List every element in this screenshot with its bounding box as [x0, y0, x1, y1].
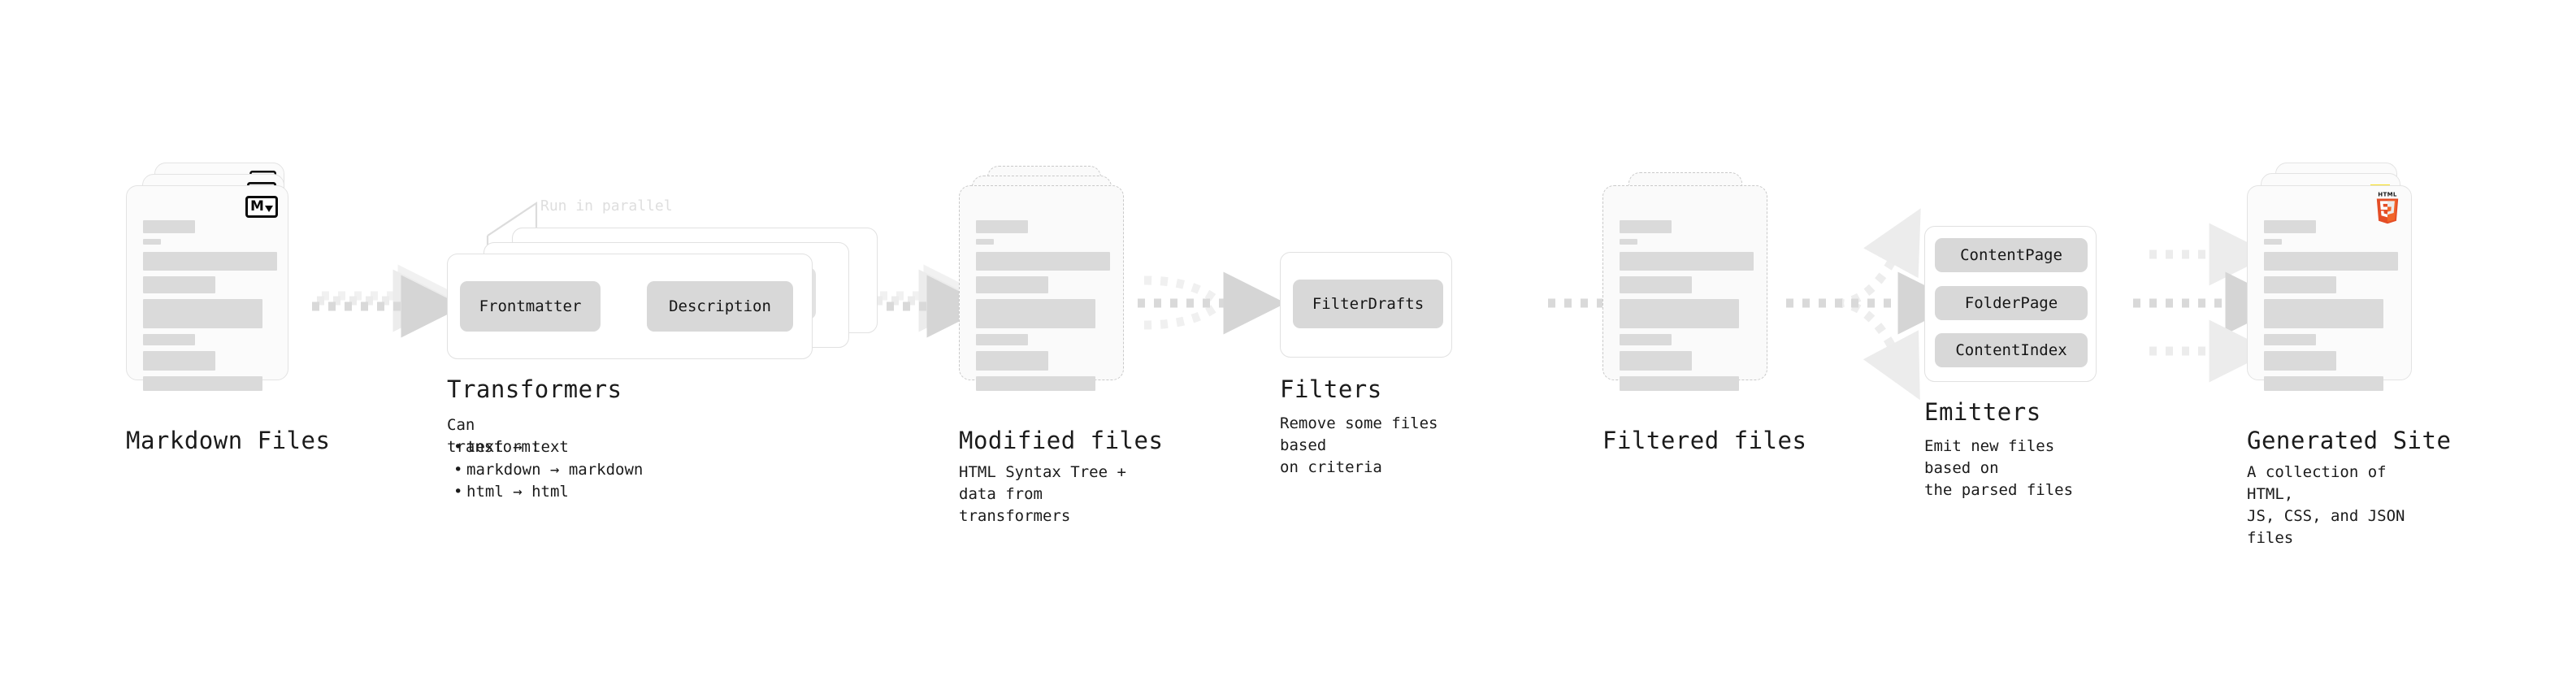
filtered-file-stack: [1602, 163, 1789, 414]
emitter-pill-folderpage-label: FolderPage: [1964, 294, 2058, 312]
filters-group-box: FilterDrafts: [1280, 252, 1452, 358]
filter-pill-filterdrafts-label: FilterDrafts: [1312, 295, 1425, 313]
transformer-pill-description[interactable]: Description: [647, 281, 793, 332]
skeleton-bar: [143, 334, 195, 345]
run-in-parallel-label: Run in parallel: [540, 197, 673, 215]
markdown-icon: M: [245, 196, 278, 218]
skeleton-bar: [2264, 334, 2316, 345]
skeleton-bar: [1620, 334, 1672, 345]
skeleton-bar: [143, 276, 215, 293]
stage-desc-modified-files: HTML Syntax Tree + data from transformer…: [959, 463, 1126, 525]
emitter-pill-folderpage[interactable]: FolderPage: [1935, 286, 2088, 320]
skeleton-bar: [2264, 252, 2398, 271]
emitter-pill-contentpage[interactable]: ContentPage: [1935, 238, 2088, 272]
stage-title-filtered-files: Filtered files: [1602, 427, 1807, 454]
emitter-pill-contentindex-label: ContentIndex: [1955, 341, 2067, 359]
stage-desc-filters: Remove some files based on criteria: [1280, 414, 1438, 476]
skeleton-bar: [143, 351, 215, 371]
generated-card-front: HTML: [2247, 185, 2412, 391]
filter-pill-filterdrafts[interactable]: FilterDrafts: [1293, 280, 1443, 328]
emitter-pill-contentpage-label: ContentPage: [1960, 246, 2062, 264]
markdown-card-front: M: [126, 185, 288, 391]
stage-markdown-files: M M M: [126, 163, 330, 454]
skeleton-bar: [976, 252, 1110, 271]
skeleton-bar: [143, 220, 195, 233]
transformer-bullets: text → text markdown → markdown html → h…: [447, 436, 643, 504]
skeleton-bar: [2264, 220, 2316, 233]
stage-title-transformers: Transformers: [447, 375, 622, 403]
emitters-group-box: ContentPage FolderPage ContentIndex: [1924, 226, 2097, 382]
skeleton-bar: [143, 252, 277, 271]
connector-filtered-to-emitters: [1786, 208, 1961, 401]
skeleton-bar: [1620, 252, 1754, 271]
connector-markdown-to-transformers: [312, 264, 464, 338]
skeleton-bar: [2264, 351, 2336, 371]
transformer-bullet: markdown → markdown: [447, 459, 643, 482]
markdown-badge-letter-front: M: [250, 198, 264, 215]
emitter-pill-contentindex[interactable]: ContentIndex: [1935, 333, 2088, 367]
transformer-pill-frontmatter[interactable]: Frontmatter: [460, 281, 601, 332]
skeleton-bar: [2264, 276, 2336, 293]
skeleton-bar: [976, 376, 1095, 391]
skeleton-bar: [1620, 376, 1739, 391]
markdown-badge-down-arrow: [264, 205, 273, 212]
transformer-bullet: text → text: [447, 436, 643, 459]
modified-card-front: [959, 185, 1124, 391]
svg-text:HTML: HTML: [2378, 190, 2397, 197]
skeleton-bar: [1620, 239, 1637, 245]
skeleton-bar: [1620, 299, 1739, 328]
skeleton-bar: [1620, 276, 1692, 293]
stage-desc-emitters: Emit new files based on the parsed files: [1924, 437, 2074, 499]
stage-title-filters: Filters: [1280, 375, 1382, 403]
skeleton-bar: [976, 334, 1028, 345]
stage-title-generated-site: Generated Site: [2247, 427, 2452, 454]
skeleton-bar: [976, 239, 994, 245]
skeleton-bar: [976, 351, 1048, 371]
skeleton-bar: [2264, 376, 2383, 391]
skeleton-bar: [1620, 220, 1672, 233]
skeleton-bar: [2264, 239, 2282, 245]
skeleton-bar: [976, 276, 1048, 293]
stage-filtered-files: Filtered files: [1602, 163, 1806, 454]
stage-title-markdown-files: Markdown Files: [126, 427, 331, 454]
transformer-group-front: Frontmatter Description: [447, 254, 813, 359]
stage-filters: FilterDrafts Filters Remove some files b…: [1280, 252, 1452, 476]
skeleton-bar: [143, 299, 262, 328]
stage-emitters: ContentPage FolderPage ContentIndex Emit…: [1924, 226, 2097, 499]
skeleton-bar: [976, 220, 1028, 233]
generated-site-stack: CSS JS HTML: [2247, 163, 2442, 414]
skeleton-bar: [143, 239, 161, 245]
skeleton-bar: [976, 299, 1095, 328]
transformer-pill-frontmatter-label: Frontmatter: [479, 297, 582, 315]
transformer-bullet: html → html: [447, 481, 643, 504]
transformer-pill-description-label: Description: [669, 297, 771, 315]
html5-logo-icon: HTML: [2376, 190, 2399, 224]
skeleton-bar: [2264, 299, 2383, 328]
stage-title-emitters: Emitters: [1924, 398, 2041, 426]
filtered-card-front: [1602, 185, 1767, 391]
modified-file-stack: [959, 163, 1146, 414]
stage-desc-generated-site: A collection of HTML, JS, CSS, and JSON …: [2247, 463, 2405, 547]
skeleton-bar: [1620, 351, 1692, 371]
stage-modified-files: Modified files HTML Syntax Tree + data f…: [959, 163, 1163, 525]
connector-emitters-to-site: [2133, 223, 2288, 383]
stage-title-modified-files: Modified files: [959, 427, 1164, 454]
markdown-file-stack: M M M: [126, 163, 313, 414]
stage-generated-site: CSS JS HTML: [2247, 163, 2451, 547]
skeleton-bar: [143, 376, 262, 391]
connector-modified-to-filters: [1138, 271, 1286, 335]
